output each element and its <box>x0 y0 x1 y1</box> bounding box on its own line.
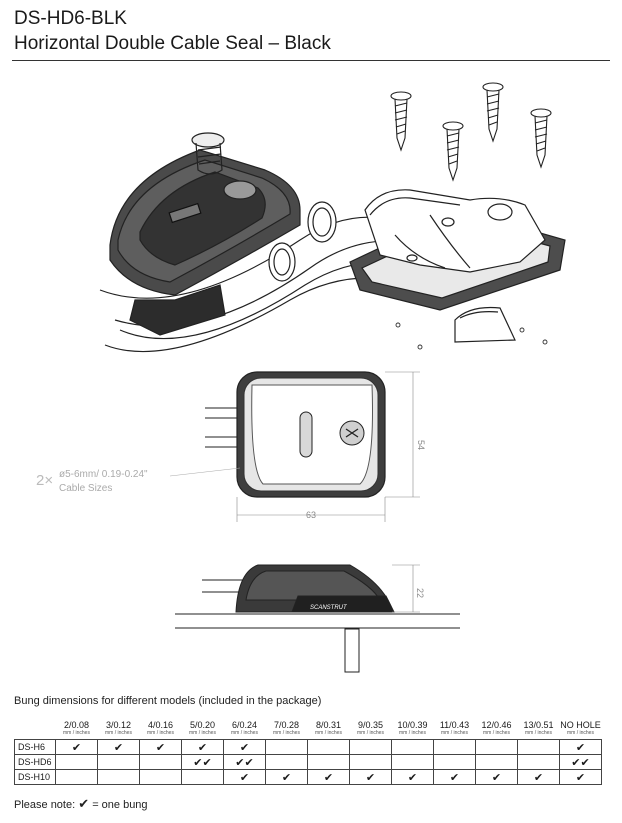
bung-cell: ✔ <box>265 769 308 785</box>
screw-1 <box>390 91 412 152</box>
top-view <box>169 371 420 522</box>
bung-cell: ✔ <box>139 739 182 755</box>
footnote: Please note: ✔ = one bung <box>14 796 148 812</box>
bung-cell <box>97 769 140 785</box>
screw-4 <box>530 108 552 169</box>
height-dimension: 22 <box>415 588 425 598</box>
footnote-prefix: Please note: <box>14 799 76 811</box>
bung-cell <box>139 754 182 770</box>
bung-cell: ✔✔ <box>559 754 602 770</box>
bung-cell: ✔ <box>475 769 518 785</box>
footnote-text: = one bung <box>92 799 148 811</box>
product-code: DS-HD6-BLK <box>14 8 127 29</box>
checkmark-icon: ✔ <box>78 796 90 811</box>
hole-marks <box>395 322 548 350</box>
bung-cell: ✔ <box>391 769 434 785</box>
bung-cell <box>55 769 98 785</box>
side-view <box>175 564 460 673</box>
bung-cell <box>349 754 392 770</box>
depth-dimension: 54 <box>416 440 426 450</box>
header-divider <box>12 60 610 61</box>
bung-cell <box>475 754 518 770</box>
bung-cell <box>517 739 560 755</box>
bung-cell: ✔ <box>517 769 560 785</box>
bung-cell: ✔ <box>433 769 476 785</box>
table-row: DS-H6 ✔ ✔ ✔ ✔ ✔ ✔ <box>14 739 602 755</box>
bung-cell: ✔ <box>307 769 350 785</box>
bung-cell <box>475 739 518 755</box>
model-name: DS-H10 <box>14 769 56 785</box>
bung-cell <box>265 739 308 755</box>
bung-cell <box>349 739 392 755</box>
table-row: DS-HD6 ✔✔ ✔✔ ✔✔ <box>14 754 602 770</box>
bung-cell: ✔ <box>55 739 98 755</box>
model-name: DS-H6 <box>14 739 56 755</box>
bung-cell: ✔ <box>349 769 392 785</box>
bung-cell: ✔ <box>559 739 602 755</box>
bung-cell: ✔ <box>559 769 602 785</box>
bung-table-caption: Bung dimensions for different models (in… <box>14 695 322 707</box>
bung-cell <box>433 739 476 755</box>
bung-cell: ✔ <box>97 739 140 755</box>
bung-cell <box>391 754 434 770</box>
bung-cell: ✔✔ <box>181 754 224 770</box>
product-name: Horizontal Double Cable Seal – Black <box>14 33 331 54</box>
bung-cell <box>265 754 308 770</box>
bung-cell <box>139 769 182 785</box>
bung-cell: ✔ <box>181 739 224 755</box>
width-dimension: 63 <box>306 510 316 520</box>
bung-cell <box>181 769 224 785</box>
cable-sizes-label: Cable Sizes <box>59 483 113 494</box>
bung-cell <box>391 739 434 755</box>
brand-mark-side: SCANSTRUT <box>310 605 348 611</box>
bung-cell: ✔✔ <box>223 754 266 770</box>
bung-cell <box>307 754 350 770</box>
isometric-view <box>99 132 566 353</box>
header-spacer <box>15 711 56 740</box>
bung-cell <box>517 754 560 770</box>
cable-diameter-range: ø5-6mm/ 0.19-0.24" <box>59 469 148 480</box>
screw-3 <box>442 121 464 182</box>
table-row: DS-H10 ✔ ✔ ✔ ✔ ✔ ✔ ✔ ✔ ✔ <box>14 769 602 785</box>
bung-cell <box>307 739 350 755</box>
bung-cell <box>55 754 98 770</box>
mounting-screws <box>390 82 552 182</box>
screw-2 <box>482 82 504 143</box>
product-drawing: SCANSTRUT <box>99 82 566 673</box>
bung-cell <box>433 754 476 770</box>
model-name: DS-HD6 <box>14 754 56 770</box>
cable-count: 2× <box>36 472 54 489</box>
bung-cell: ✔ <box>223 769 266 785</box>
bung-cell: ✔ <box>223 739 266 755</box>
bung-cell <box>97 754 140 770</box>
